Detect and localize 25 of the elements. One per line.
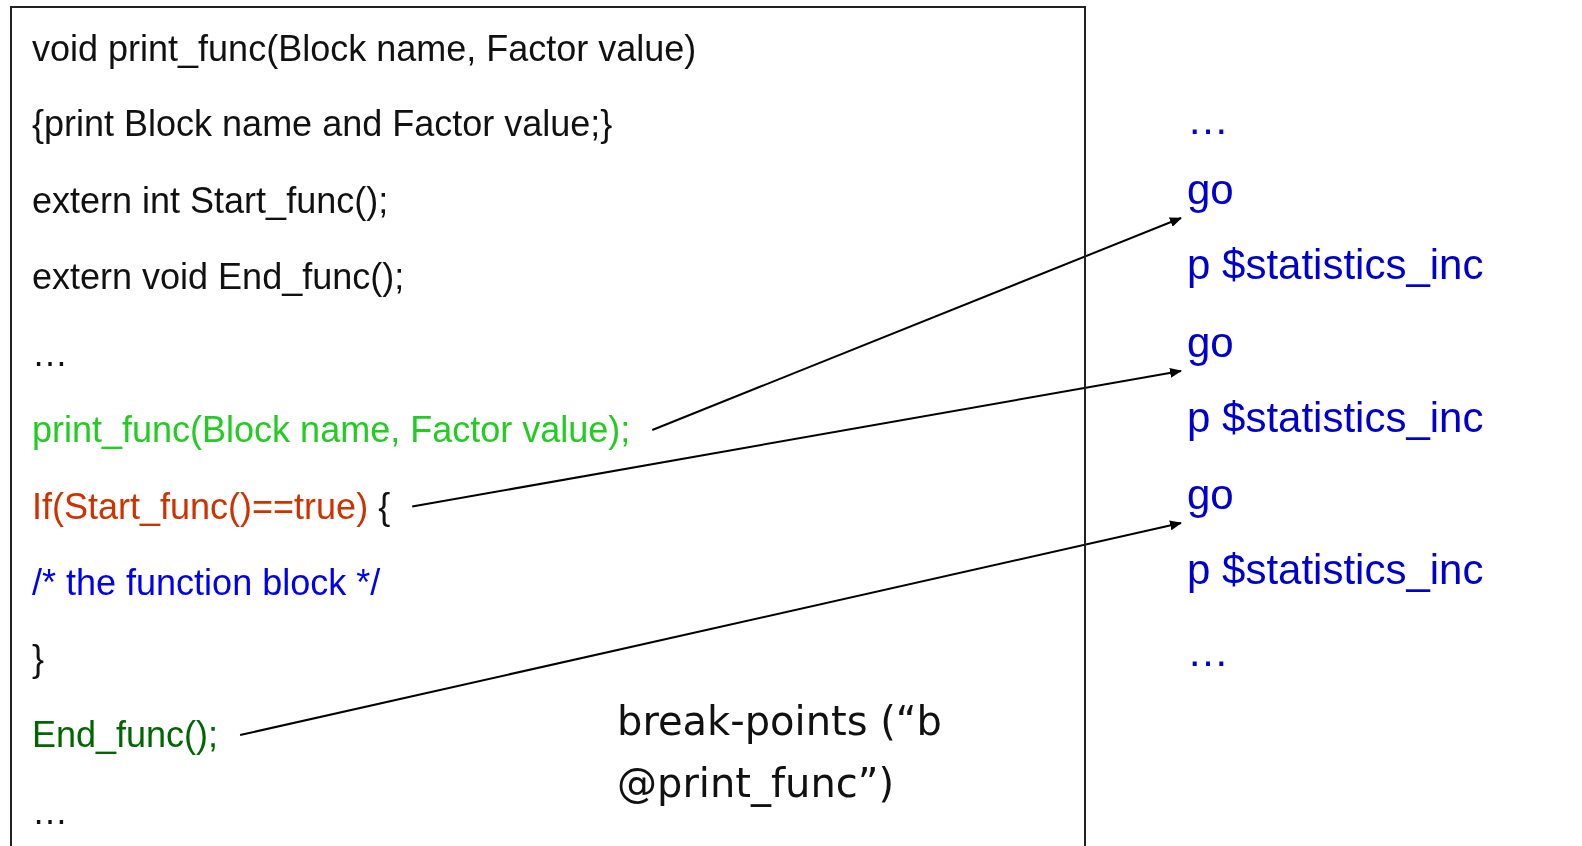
- command-line: go: [1187, 319, 1234, 367]
- code-line: End_func();: [32, 715, 219, 755]
- command-line: …: [1187, 96, 1229, 144]
- code-line: extern int Start_func();: [32, 181, 389, 221]
- code-line: {print Block name and Factor value;}: [32, 104, 613, 144]
- command-line: go: [1187, 471, 1234, 519]
- code-line: …: [32, 334, 68, 374]
- command-line: …: [1187, 628, 1229, 676]
- code-line: extern void End_func();: [32, 257, 405, 297]
- command-line: p $statistics_inc: [1187, 546, 1484, 594]
- command-line: p $statistics_inc: [1187, 394, 1484, 442]
- code-line: void print_func(Block name, Factor value): [32, 29, 697, 69]
- code-panel: [10, 6, 1086, 846]
- arrow: [239, 520, 1182, 736]
- command-line: go: [1187, 166, 1234, 214]
- arrow: [411, 368, 1182, 508]
- code-text: {: [378, 486, 391, 527]
- note-text: break-points (“b @print_func”): [617, 697, 943, 809]
- code-line: /* the function block */: [32, 563, 381, 603]
- code-line: …: [32, 792, 68, 832]
- command-line: p $statistics_inc: [1187, 241, 1484, 289]
- code-text: If(Start_func()==true): [32, 486, 369, 527]
- arrow: [651, 217, 1182, 431]
- code-line: }: [32, 639, 45, 679]
- code-line: print_func(Block name, Factor value);: [32, 410, 631, 450]
